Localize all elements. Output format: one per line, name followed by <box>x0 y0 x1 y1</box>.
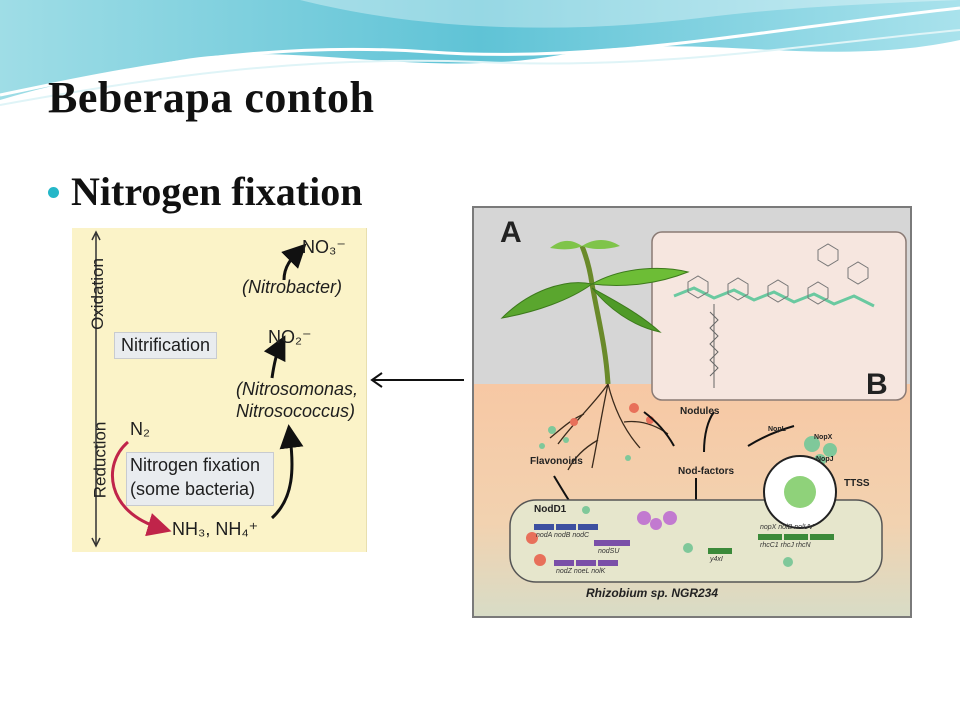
axis-label-oxidation: Oxidation <box>87 258 107 330</box>
header-wave-decoration <box>0 0 960 106</box>
gene-y4xl-label: y4xI <box>710 556 723 563</box>
rhizobium-figure: A B Nodules NopL NopX NopJ Flavonoids No… <box>472 206 912 618</box>
figure-caption: Rhizobium sp. NGR234 <box>586 586 719 600</box>
genes-row1-label: nodA nodB nodC <box>536 532 590 539</box>
bullet-icon <box>48 187 59 198</box>
slide-title: Beberapa contoh <box>48 73 375 122</box>
axis-label-reduction: Reduction <box>90 421 110 499</box>
nitrosomonas-label-2: Nitrosococcus) <box>236 401 356 421</box>
nitrogen-cycle-arrows <box>91 230 307 548</box>
bullet-item: Nitrogen fixation <box>48 168 362 215</box>
nodd1-label: NodD1 <box>534 504 567 515</box>
no3-label: NO₃⁻ <box>302 237 346 257</box>
panel-b-label: B <box>866 368 888 401</box>
flavonoids-label: Flavonoids <box>530 456 583 467</box>
n2-label: N₂ <box>130 419 150 439</box>
nitrogen-cycle-figure: Oxidation Reduction NO₃⁻ (Nitrobacter) N… <box>72 228 367 552</box>
panel-a-label: A <box>500 216 522 249</box>
nitrobacter-label: (Nitrobacter) <box>242 277 343 297</box>
bullet-text: Nitrogen fixation <box>71 169 363 214</box>
nodules-label: Nodules <box>680 406 720 417</box>
nod-factors-label: Nod-factors <box>678 466 735 477</box>
genes-right1-label: nopX nolB nolUV <box>760 524 814 531</box>
no2-label: NO₂⁻ <box>268 327 312 347</box>
nopl-label: NopL <box>768 426 786 433</box>
pointer-arrow <box>370 372 464 388</box>
rhizobium-illustration <box>474 208 910 616</box>
fixation-label-2: (some bacteria) <box>130 479 256 499</box>
nitrosomonas-label-1: (Nitrosomonas, <box>236 379 359 399</box>
nitrification-label: Nitrification <box>114 332 218 359</box>
fixation-label-1: Nitrogen fixation <box>130 455 261 475</box>
genes-row3-label: nodZ noeL nolK <box>556 568 606 575</box>
genes-row2-label: nodSU <box>598 548 620 555</box>
genes-right2-label: rhcC1 rhcJ rhcN <box>760 542 811 549</box>
nh-label: NH₃, NH₄⁺ <box>172 519 259 539</box>
ttss-label: TTSS <box>844 478 870 489</box>
nopx-label: NopX <box>814 434 833 441</box>
fixation-box <box>126 452 274 506</box>
nopj-label: NopJ <box>816 456 834 463</box>
